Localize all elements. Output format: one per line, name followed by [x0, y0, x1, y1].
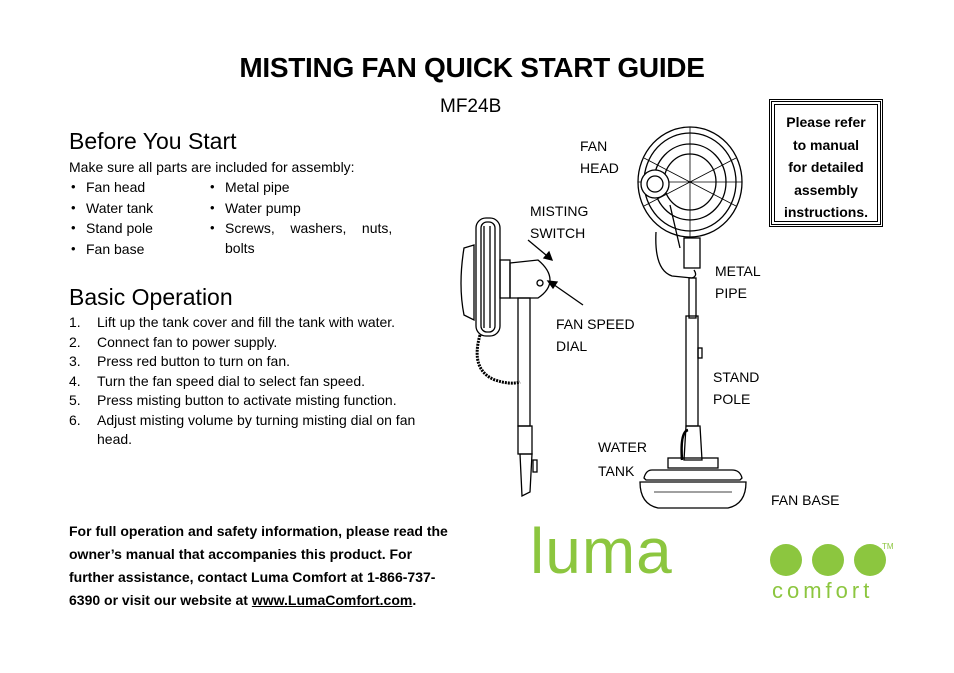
- step-number: 2.: [69, 333, 81, 350]
- list-item: Fan head: [69, 177, 199, 198]
- before-intro: Make sure all parts are included for ass…: [69, 159, 355, 175]
- step-text: Turn the fan speed dial to select fan sp…: [97, 372, 365, 389]
- step-text: Press red button to turn on fan.: [97, 353, 291, 369]
- list-item: 6. Adjust misting volume by turning misti…: [69, 411, 417, 450]
- step-text: Lift up the tank cover and fill the tank…: [97, 314, 396, 330]
- step-number: 4.: [69, 372, 81, 389]
- list-item: Metal pipe: [208, 177, 398, 198]
- list-item: 4. Turn the fan speed dial to select fan …: [69, 372, 429, 392]
- basic-heading: Basic Operation: [69, 284, 233, 310]
- list-item: 1. Lift up the tank cover and fill the ta…: [69, 313, 429, 333]
- note-line: for detailed: [788, 159, 864, 175]
- list-item: Screws, washers, nuts,: [208, 218, 398, 239]
- before-heading: Before You Start: [69, 128, 237, 154]
- logo-word: luma: [530, 515, 673, 587]
- luma-comfort-logo: luma comfort TM: [530, 515, 894, 610]
- list-item: 3. Press red button to turn on fan.: [69, 352, 429, 372]
- logo-subtitle: comfort: [772, 578, 874, 603]
- side-fan-head: [460, 217, 551, 337]
- footer-note: For full operation and safety informatio…: [69, 520, 449, 612]
- list-item: 5. Press misting button to activate misti…: [69, 391, 429, 411]
- note-line: Please refer: [786, 114, 866, 130]
- step-text: Press misting button to activate misting…: [97, 392, 397, 408]
- trademark: TM: [882, 542, 894, 551]
- step-text: Adjust misting volume by turning misting…: [97, 411, 416, 448]
- front-fan: [637, 126, 747, 509]
- step-number: 6.: [69, 411, 81, 428]
- parts-list-right: Metal pipe Water pump Screws, washers, n…: [208, 177, 398, 258]
- footer-end: .: [412, 592, 417, 608]
- parts-list-left: Fan head Water tank Stand pole Fan base: [69, 177, 199, 259]
- note-line: assembly: [794, 181, 858, 198]
- manual-note-box: Please refer to manual for detailed asse…: [769, 99, 883, 227]
- model-number: MF24B: [440, 96, 502, 117]
- steps-list: 1. Lift up the tank cover and fill the ta…: [69, 313, 429, 450]
- list-item-continued: bolts: [225, 239, 255, 256]
- list-item: Water pump: [208, 198, 398, 219]
- list-item: Stand pole: [69, 218, 199, 239]
- step-number: 1.: [69, 314, 81, 330]
- logo-dots: [770, 544, 886, 576]
- website-link[interactable]: www.LumaComfort.com: [251, 592, 413, 608]
- label-fan-base: FAN BASE: [771, 492, 840, 508]
- fan-illustration: [460, 126, 747, 509]
- list-item: 2. Connect fan to power supply.: [69, 333, 429, 353]
- footer-text: For full operation and safety informatio…: [69, 523, 448, 608]
- list-item: Water tank: [69, 198, 199, 219]
- page-title: MISTING FAN QUICK START GUIDE: [239, 52, 705, 83]
- step-text: Connect fan to power supply.: [97, 333, 278, 350]
- step-number: 5.: [69, 392, 81, 408]
- step-number: 3.: [69, 353, 81, 369]
- note-line: instructions.: [783, 204, 868, 220]
- list-item: Fan base: [69, 239, 199, 260]
- note-line: to manual: [792, 136, 860, 153]
